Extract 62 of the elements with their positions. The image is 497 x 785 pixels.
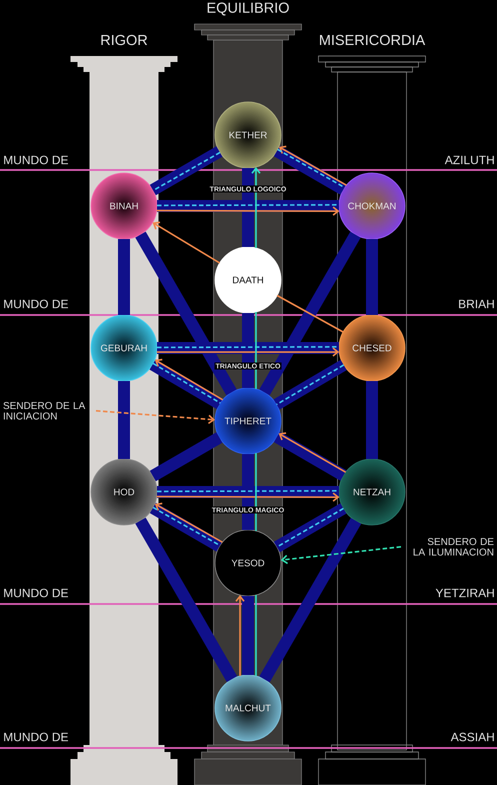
path-bar bbox=[150, 502, 222, 552]
world-label: YETZIRAH bbox=[436, 588, 494, 598]
world-label: MUNDO DE bbox=[4, 300, 68, 308]
path-bar bbox=[135, 232, 237, 396]
arrow bbox=[235, 595, 245, 676]
circle-node: DAATH bbox=[214, 246, 282, 314]
path-bar bbox=[118, 381, 130, 459]
path-label: SENDERO DE LA INICIACION bbox=[3, 402, 86, 420]
path-bar bbox=[157, 200, 339, 212]
circle-node: TIPHERET bbox=[214, 388, 282, 454]
world-label: BRIAH bbox=[459, 300, 494, 308]
line bbox=[255, 312, 257, 389]
dashed-line bbox=[157, 204, 340, 206]
path-bar bbox=[150, 146, 222, 196]
world-label: ASSIAH bbox=[450, 732, 494, 742]
arrow bbox=[251, 167, 261, 248]
path-bar bbox=[259, 518, 362, 682]
path-bar bbox=[150, 432, 222, 482]
circle-node: CHESED bbox=[338, 314, 406, 382]
line bbox=[255, 453, 257, 531]
path-bar bbox=[274, 432, 346, 481]
pillar-label: MISERICORDIA bbox=[320, 34, 426, 46]
arrow bbox=[156, 347, 340, 357]
circle-node: GEBURAH bbox=[90, 314, 158, 382]
world-label: MUNDO DE bbox=[4, 732, 68, 742]
arrow bbox=[152, 222, 220, 264]
circle-node: NETZAH bbox=[338, 458, 406, 526]
arrow bbox=[156, 206, 340, 216]
circle-node: YESOD bbox=[214, 530, 282, 596]
path-bar bbox=[150, 359, 223, 410]
circle-node: BINAH bbox=[90, 172, 158, 240]
path-bar bbox=[366, 381, 378, 459]
world-label: MUNDO DE bbox=[4, 588, 68, 598]
world-label: MUNDO DE bbox=[4, 156, 68, 164]
arrow bbox=[278, 432, 346, 473]
path-bar bbox=[366, 239, 378, 315]
path-bar bbox=[242, 313, 254, 388]
line bbox=[276, 294, 344, 333]
path-bar bbox=[259, 232, 361, 396]
line bbox=[255, 595, 257, 676]
pillar-label: RIGOR bbox=[101, 34, 148, 46]
path-label: SENDERO DE LA ILUMINACION bbox=[414, 538, 494, 556]
path-bar bbox=[118, 239, 130, 315]
dashed-arrow bbox=[280, 546, 402, 564]
world-label: AZILUTH bbox=[444, 156, 494, 164]
path-bar bbox=[274, 146, 346, 195]
path-bar bbox=[242, 168, 254, 247]
circle-node: KETHER bbox=[214, 102, 282, 168]
circle-node: MALCHUT bbox=[214, 674, 282, 742]
path-bar bbox=[242, 454, 254, 530]
path-bar bbox=[157, 486, 339, 498]
path-bar bbox=[157, 342, 339, 354]
dashed-line bbox=[157, 346, 340, 348]
path-bar bbox=[242, 596, 254, 675]
dashed-line bbox=[157, 490, 340, 492]
pillar-label: EQUILIBRIO bbox=[208, 2, 289, 16]
circle-node: HOD bbox=[90, 458, 158, 526]
arrow bbox=[156, 492, 340, 502]
circle-node: CHOKMAN bbox=[338, 172, 406, 240]
dashed-arrow bbox=[96, 410, 216, 424]
dashed-line bbox=[152, 152, 220, 192]
path-bar bbox=[135, 518, 238, 682]
